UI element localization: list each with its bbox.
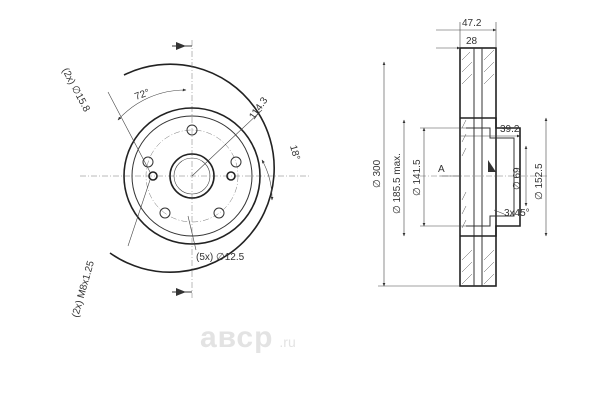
center-bore <box>169 153 215 199</box>
hat-hatching <box>461 119 467 229</box>
offset-label: 39.2 <box>500 124 520 135</box>
diameter-141-label: ∅ 141.5 <box>412 159 423 196</box>
hat-section <box>460 117 521 237</box>
chamfer-leader <box>493 209 505 215</box>
friction-ring-section <box>459 47 497 287</box>
hat-outer-circle <box>123 107 261 245</box>
leader-pcd <box>191 109 263 177</box>
bolt-hole <box>213 207 225 219</box>
bore-label: ∅ 69 <box>512 167 523 190</box>
angle-18-arc <box>261 159 274 201</box>
outer-diameter-label: ∅ 300 <box>372 159 383 188</box>
center-bore-inner <box>173 157 211 195</box>
section-arrowhead-bottom <box>176 288 186 296</box>
chamfer-label: 3x45° <box>504 208 530 219</box>
leader-thread <box>127 179 151 247</box>
locating-hole <box>148 171 158 181</box>
leader-bolt-holes <box>187 215 197 251</box>
angle-72-label: 72° <box>133 87 151 103</box>
hub-label: ∅ 152.5 <box>534 163 545 200</box>
width-top-label: 47.2 <box>462 18 482 29</box>
front-view: (2x) ∅15.8 72° 114.3 18° (2x) M8x1.25 (5… <box>59 40 310 319</box>
locating-holes <box>148 171 236 181</box>
section-a-label: A <box>438 164 445 175</box>
disc-outer-edge <box>109 63 275 273</box>
locating-hole <box>226 171 236 181</box>
holes-2x-label: (2x) ∅15.8 <box>59 66 92 114</box>
watermark-tld: .ru <box>279 334 296 350</box>
watermark-brand: авср <box>200 321 274 354</box>
bolt-hole <box>142 156 154 168</box>
bolt-holes <box>142 124 242 219</box>
bolt-hole <box>186 124 198 136</box>
hat-inner-circle <box>131 115 253 237</box>
leader-2x-holes <box>107 91 151 173</box>
width-inner-label: 28 <box>466 36 478 47</box>
max-diameter-label: ∅ 185.5 max. <box>392 153 403 214</box>
side-view: 47.2 28 ∅ 300 ∅ 185.5 max. ∅ 141.5 A 39.… <box>372 18 548 287</box>
bolt-pitch-circle <box>145 129 239 223</box>
watermark-logo: авср .ru <box>200 318 400 358</box>
section-arrowhead-top <box>176 42 186 50</box>
section-a-arrow <box>488 160 496 172</box>
pcd-label: 114.3 <box>247 95 270 122</box>
thread-label: (2x) M8x1.25 <box>70 259 97 319</box>
bolt-holes-label: (5x) ∅12.5 <box>196 252 245 263</box>
angle-18-label: 18° <box>287 144 302 161</box>
bolt-hole <box>230 156 242 168</box>
bolt-hole <box>159 207 171 219</box>
vent-hatching <box>461 49 495 285</box>
angle-72-arc <box>117 88 187 121</box>
hat-inner <box>466 127 515 227</box>
